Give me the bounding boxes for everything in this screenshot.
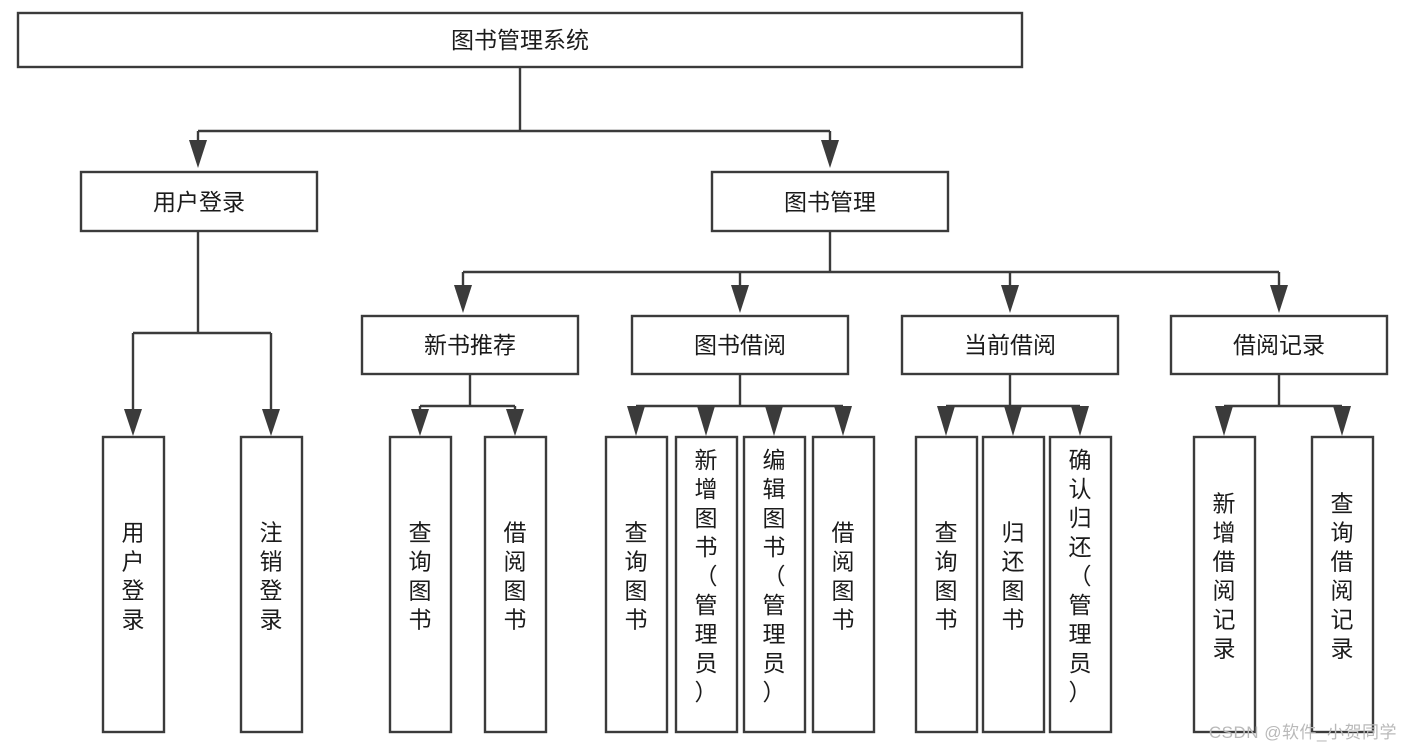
arrow-borrow-to-leaf5 xyxy=(627,406,645,436)
node-leaf-2-box[interactable] xyxy=(239,435,304,734)
arrow-current-to-leaf9 xyxy=(937,406,955,436)
node-current[interactable]: 当前借阅 xyxy=(900,314,1120,376)
node-leaf-13[interactable]: 查询借阅记录 xyxy=(1310,435,1375,734)
node-record[interactable]: 借阅记录 xyxy=(1169,314,1389,376)
node-leaf-12[interactable]: 新增借阅记录 xyxy=(1192,435,1257,734)
edge-layer xyxy=(124,67,1351,436)
node-current-box[interactable] xyxy=(900,314,1120,376)
arrow-current-to-leaf11 xyxy=(1071,406,1089,436)
node-leaf-1-label: 用户登录 xyxy=(122,520,145,633)
node-leaf-4-label: 借阅图书 xyxy=(504,520,527,633)
node-newbook-box[interactable] xyxy=(360,314,580,376)
arrow-borrow-to-leaf6 xyxy=(697,406,715,436)
arrow-newbook-to-leaf4 xyxy=(506,409,524,436)
node-borrow-label: 图书借阅 xyxy=(694,332,786,358)
node-leaf-5-label: 查询图书 xyxy=(625,520,648,633)
node-leaf-5-box[interactable] xyxy=(604,435,669,734)
node-newbook-label: 新书推荐 xyxy=(424,332,516,358)
node-leaf-3-label: 查询图书 xyxy=(409,520,432,633)
node-leaf-1[interactable]: 用户登录 xyxy=(101,435,166,734)
node-leaf-3-box[interactable] xyxy=(388,435,453,734)
node-borrow-box[interactable] xyxy=(630,314,850,376)
node-leaf-5[interactable]: 查询图书 xyxy=(604,435,669,734)
arrow-login-to-leaf1 xyxy=(124,409,142,436)
node-leaf-11[interactable]: 确认归还（管理员） xyxy=(1048,435,1113,734)
arrow-root-to-login xyxy=(189,140,207,168)
node-leaf-6[interactable]: 新增图书（管理员） xyxy=(674,435,739,734)
node-leaf-8[interactable]: 借阅图书 xyxy=(811,435,876,734)
node-leaf-6-box[interactable] xyxy=(674,435,739,734)
node-leaf-9[interactable]: 查询图书 xyxy=(914,435,979,734)
arrow-bookmgmt-to-newbook xyxy=(454,285,472,313)
node-leaf-9-box[interactable] xyxy=(914,435,979,734)
node-record-box[interactable] xyxy=(1169,314,1389,376)
node-root-box[interactable] xyxy=(16,11,1024,69)
node-login-label: 用户登录 xyxy=(153,189,245,215)
node-bookmgmt-box[interactable] xyxy=(710,170,950,233)
arrow-borrow-to-leaf7 xyxy=(765,406,783,436)
node-leaf-7[interactable]: 编辑图书（管理员） xyxy=(742,435,807,734)
node-leaf-11-box[interactable] xyxy=(1048,435,1113,734)
node-borrow[interactable]: 图书借阅 xyxy=(630,314,850,376)
arrow-bookmgmt-to-borrow xyxy=(731,285,749,313)
arrow-login-to-leaf2 xyxy=(262,409,280,436)
node-leaf-10-label: 归还图书 xyxy=(1002,520,1025,633)
arrow-root-to-bookmgmt xyxy=(821,140,839,168)
node-leaf-3[interactable]: 查询图书 xyxy=(388,435,453,734)
arrow-borrow-to-leaf8 xyxy=(834,406,852,436)
node-leaf-4-box[interactable] xyxy=(483,435,548,734)
node-leaf-7-box[interactable] xyxy=(742,435,807,734)
node-leaf-12-label: 新增借阅记录 xyxy=(1213,491,1236,662)
node-bookmgmt-label: 图书管理 xyxy=(784,189,876,215)
arrow-record-to-leaf13 xyxy=(1333,406,1351,436)
arrow-newbook-to-leaf3 xyxy=(411,409,429,436)
node-leaf-10-box[interactable] xyxy=(981,435,1046,734)
node-leaf-12-box[interactable] xyxy=(1192,435,1257,734)
node-leaf-4[interactable]: 借阅图书 xyxy=(483,435,548,734)
node-leaf-6-label: 新增图书（管理员） xyxy=(695,447,718,705)
node-leaf-8-label: 借阅图书 xyxy=(832,520,855,633)
node-leaf-7-label: 编辑图书（管理员） xyxy=(763,447,786,705)
node-leaf-9-label: 查询图书 xyxy=(935,520,958,633)
node-root-label: 图书管理系统 xyxy=(451,27,589,53)
arrow-record-to-leaf12 xyxy=(1215,406,1233,436)
node-login[interactable]: 用户登录 xyxy=(79,170,319,233)
node-newbook[interactable]: 新书推荐 xyxy=(360,314,580,376)
arrow-bookmgmt-to-record xyxy=(1270,285,1288,313)
node-record-label: 借阅记录 xyxy=(1233,332,1325,358)
node-leaf-10[interactable]: 归还图书 xyxy=(981,435,1046,734)
node-leaf-13-label: 查询借阅记录 xyxy=(1331,491,1354,662)
node-current-label: 当前借阅 xyxy=(964,332,1056,358)
node-leaf-1-box[interactable] xyxy=(101,435,166,734)
node-bookmgmt[interactable]: 图书管理 xyxy=(710,170,950,233)
node-root[interactable]: 图书管理系统 xyxy=(16,11,1024,69)
arrow-bookmgmt-to-current xyxy=(1001,285,1019,313)
node-login-box[interactable] xyxy=(79,170,319,233)
node-leaf-2[interactable]: 注销登录 xyxy=(239,435,304,734)
node-leaf-11-label: 确认归还（管理员） xyxy=(1069,447,1092,705)
arrow-current-to-leaf10 xyxy=(1004,406,1022,436)
node-leaf-13-box[interactable] xyxy=(1310,435,1375,734)
node-leaf-8-box[interactable] xyxy=(811,435,876,734)
node-leaf-2-label: 注销登录 xyxy=(260,520,283,633)
